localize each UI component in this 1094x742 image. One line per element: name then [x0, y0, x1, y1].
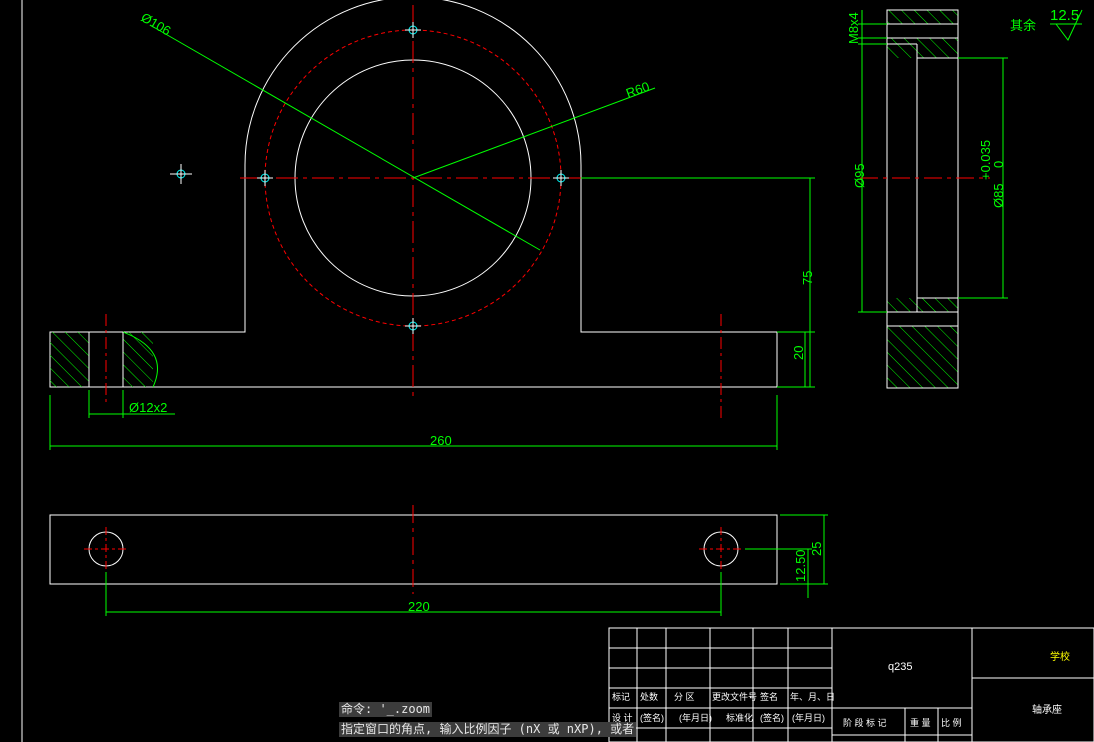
dim-line-dia106 [149, 24, 541, 251]
dim-text-260: 260 [430, 433, 452, 448]
top-view [49, 505, 778, 594]
tb-row3-weight: 重 量 [910, 717, 931, 728]
dim-text-25: 25 [809, 542, 824, 556]
title-block [608, 627, 1094, 742]
surface-finish-symbol: 其余 12.5 [1010, 7, 1083, 41]
side-view [860, 9, 990, 389]
dim-text-dia85: Ø85 [991, 183, 1006, 208]
tb-row1-col1: 标记 [612, 691, 630, 702]
bolt-hole-bottom [405, 318, 421, 334]
dim-text-75: 75 [800, 271, 815, 285]
tb-row2-col5: (签名) [760, 712, 784, 723]
tb-row3-stage: 阶 段 标 记 [843, 717, 887, 728]
dim-text-12x2: Ø12x2 [129, 400, 167, 415]
front-outline [49, 0, 778, 388]
side-dimensions [858, 10, 1008, 313]
surface-rest-label: 其余 [1010, 18, 1036, 33]
hatch-section-left-a [50, 332, 89, 387]
dim-text-12-50: 12.50 [793, 549, 808, 582]
command-history-line: 命令: '_.zoom [339, 702, 433, 717]
tb-row2-col2: (签名) [640, 712, 664, 723]
bolt-hole-right [553, 170, 569, 186]
tb-part-name: 轴承座 [1032, 703, 1062, 716]
bolt-hole-left [257, 170, 273, 186]
tb-row1-col2: 处数 [640, 691, 658, 702]
dim-line-r60 [412, 87, 656, 179]
tb-row1-col6: 年、月、日 [790, 691, 835, 702]
tb-row3-scale: 比 例 [941, 717, 962, 728]
tb-row1-col4: 更改文件号 [712, 691, 757, 702]
dim-text-tol-lower: 0 [991, 161, 1006, 168]
command-prompt-line[interactable]: 指定窗口的角点, 输入比例因子 (nX 或 nXP), 或者 [339, 722, 637, 737]
break-line [122, 331, 158, 388]
bolt-hole-markers [170, 22, 569, 334]
side-outline [886, 9, 959, 389]
tb-material: q235 [888, 661, 912, 673]
bolt-hole-top [405, 22, 421, 38]
tb-school: 学校 [1050, 650, 1070, 663]
stray-marker [170, 164, 192, 184]
dim-text-r60: R60 [624, 79, 652, 101]
dim-text-m8x4: M8x4 [846, 12, 861, 44]
tb-row1-col5: 签名 [760, 691, 778, 702]
tb-row2-col6: (年月日) [792, 712, 825, 723]
tb-row2-col4: 标准化 [726, 712, 753, 723]
dim-text-dia106: Ø106 [139, 10, 174, 39]
top-dimensions [105, 514, 828, 616]
dim-text-dia95: Ø95 [852, 163, 867, 188]
hatch-section-left-b [123, 332, 153, 387]
tb-row2-col3: (年月日) [679, 712, 712, 723]
front-view [49, 0, 778, 420]
tb-row1-col3: 分 区 [674, 692, 695, 702]
dim-text-220: 220 [408, 599, 430, 614]
dim-text-20: 20 [791, 346, 806, 360]
front-dimensions [49, 24, 815, 450]
tb-row2-col1: 设 计 [612, 712, 633, 723]
dim-text-tol-upper: +0.035 [978, 140, 993, 180]
roughness-icon [1050, 9, 1083, 41]
surface-roughness-value: 12.5 [1050, 7, 1079, 24]
